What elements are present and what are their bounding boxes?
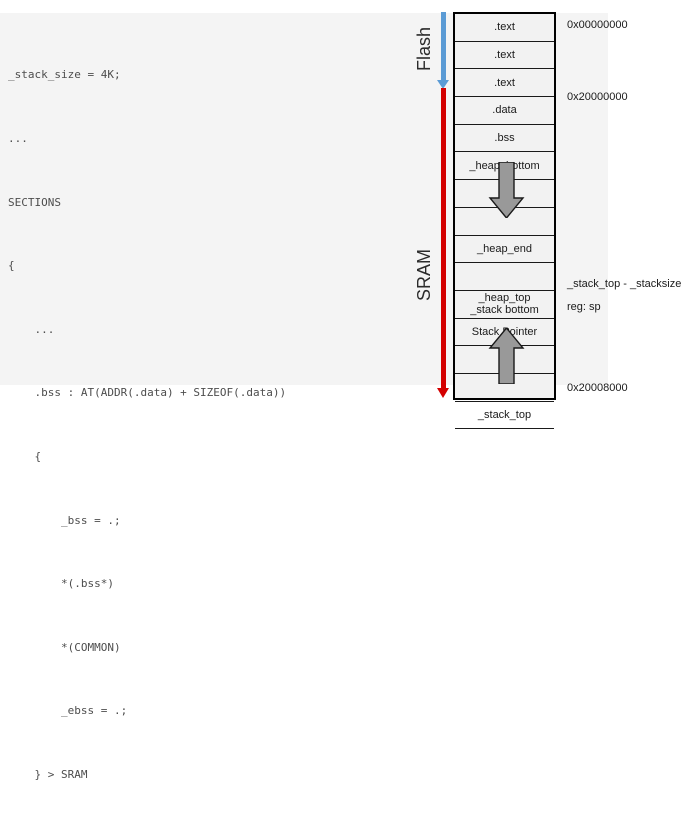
memory-row: .text xyxy=(455,42,554,70)
memory-row: .text xyxy=(455,14,554,42)
sram-arrow-down-icon xyxy=(437,388,449,398)
memory-row: _stack_top xyxy=(455,402,554,430)
memory-row xyxy=(455,263,554,291)
address-annotation: 0x20000000 xyxy=(567,91,628,103)
code-line: { xyxy=(8,449,42,463)
memory-row: .bss xyxy=(455,125,554,153)
memory-row xyxy=(455,374,554,402)
memory-row-stack-pointer: Stack Pointer xyxy=(455,319,554,347)
sram-region-bar xyxy=(441,88,446,390)
memory-row: _heap_bottom xyxy=(455,152,554,181)
flash-arrow-down-icon xyxy=(437,80,449,89)
memory-row xyxy=(455,346,554,374)
code-line: ... xyxy=(8,322,55,336)
code-line: .bss : AT(ADDR(.data) + SIZEOF(.data)) xyxy=(8,386,287,400)
memory-row: .data xyxy=(455,97,554,125)
address-annotation: _stack_top - _stacksize xyxy=(567,278,682,290)
address-annotation: 0x00000000 xyxy=(567,19,628,31)
memory-row: _heap_end xyxy=(455,236,554,264)
memory-row-label-line2: _stack bottom xyxy=(470,304,539,317)
memory-row xyxy=(455,180,554,208)
code-line: ... xyxy=(8,132,28,145)
memory-row: .text xyxy=(455,69,554,98)
code-line: { xyxy=(8,259,15,273)
code-line: _bss = .; xyxy=(8,513,121,527)
address-annotation: 0x20008000 xyxy=(567,382,628,394)
flash-region-bar xyxy=(441,12,446,82)
memory-row-label-line1: _heap_top xyxy=(478,291,531,304)
linker-script-code: _stack_size = 4K; ... SECTIONS { ... .bs… xyxy=(8,22,408,824)
address-annotation: reg: sp xyxy=(567,301,601,313)
code-line: } > SRAM xyxy=(8,767,88,781)
code-line: SECTIONS xyxy=(8,195,61,209)
code-line: *(COMMON) xyxy=(8,640,121,654)
code-line: *(.bss*) xyxy=(8,577,114,591)
sram-region-label: SRAM xyxy=(414,249,434,302)
code-line: _stack_size = 4K; xyxy=(8,68,121,82)
code-line: _ebss = .; xyxy=(8,704,128,718)
memory-row: _heap_top _stack bottom xyxy=(455,291,554,319)
memory-map-table: .text .text .text .data .bss _heap_botto… xyxy=(453,12,556,430)
flash-region-label: Flash xyxy=(414,27,434,72)
memory-row xyxy=(455,208,554,236)
